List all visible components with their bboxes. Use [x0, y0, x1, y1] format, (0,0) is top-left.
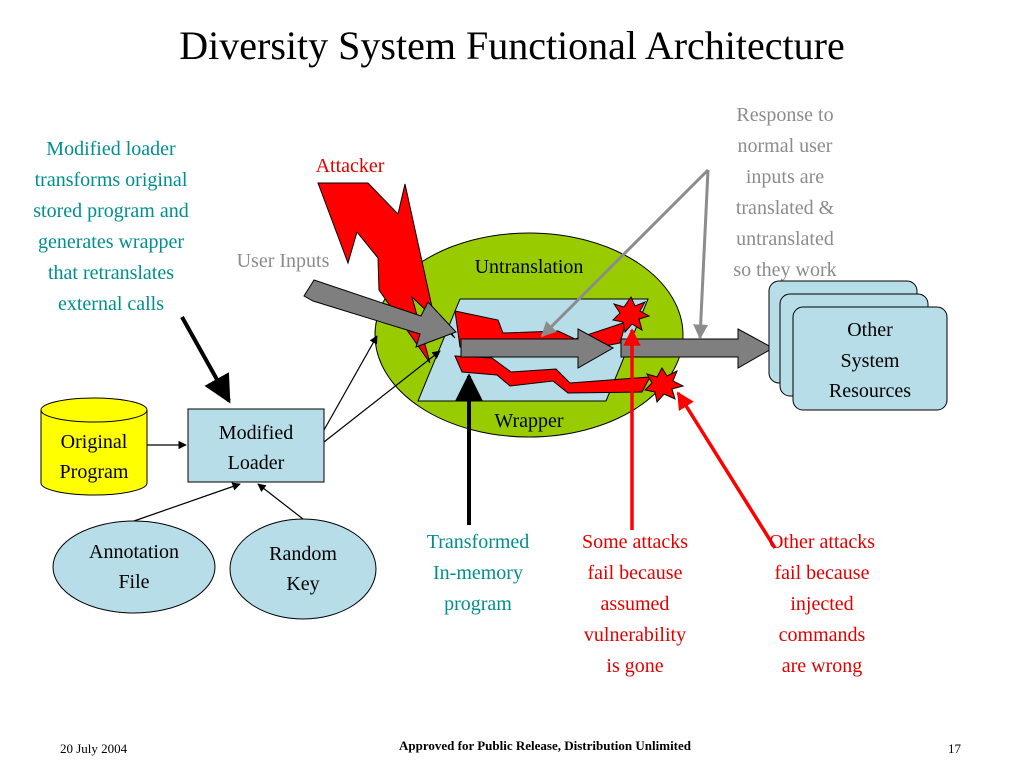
loader-to-circle-arrow: [323, 335, 378, 431]
original-program-cylinder: [40, 410, 148, 496]
original-program-label-2: Program: [60, 461, 129, 483]
footer-date: 20 July 2004: [60, 741, 128, 756]
key-to-loader-arrow: [257, 483, 304, 520]
slide-title: Diversity System Functional Architecture: [179, 23, 845, 68]
random-key-ellipse: [229, 518, 377, 620]
random-key-label-1: Random: [269, 543, 337, 565]
random-key-label-2: Key: [286, 573, 319, 595]
response-note: Response to normal user inputs are trans…: [733, 104, 837, 281]
user-inputs-arrow: [303, 279, 457, 348]
attacker-lightning: [317, 182, 456, 364]
original-program-top: [40, 397, 148, 423]
other-attacks-arrow: [676, 391, 777, 549]
annotation-file-label-2: File: [118, 571, 149, 593]
annotation-file-label-1: Annotation: [89, 541, 179, 563]
explosion-burst-lower: [643, 367, 685, 404]
explosion-burst-upper: [611, 295, 651, 334]
resources-label-3: Resources: [829, 380, 911, 402]
response-line-b: [693, 169, 710, 340]
untranslation-label: Untranslation: [475, 256, 584, 278]
modified-loader-box: [187, 408, 325, 483]
page-number: 17: [948, 741, 961, 756]
resources-label-1: Other: [847, 319, 893, 341]
original-program-label-1: Original: [61, 431, 128, 453]
user-inputs-label: User Inputs: [236, 250, 330, 272]
attack-bolt-lower: [454, 355, 651, 394]
output-gray-arrow: [620, 328, 775, 369]
annotation-to-loader-arrow: [133, 482, 241, 522]
loader-note-arrow: [180, 316, 231, 404]
modified-loader-label-1: Modified: [219, 422, 293, 444]
inner-gray-arrow: [460, 328, 615, 369]
modified-loader-label-2: Loader: [228, 452, 285, 474]
other-attacks-note: Other attacks fail because injected comm…: [768, 531, 876, 677]
resources-label-2: System: [841, 350, 900, 372]
transformed-note: Transformed In-memory program: [426, 531, 530, 615]
annotation-file-ellipse: [52, 520, 216, 614]
some-attacks-note: Some attacks fail because assumed vulner…: [581, 531, 689, 677]
other-system-resources: [792, 306, 948, 411]
response-line-a: [540, 168, 710, 338]
attacker-label: Attacker: [315, 155, 385, 177]
loader-to-wrapper-arrow: [323, 350, 441, 443]
loader-note: Modified loader transforms original stor…: [33, 138, 189, 315]
footer-release-notice: Approved for Public Release, Distributio…: [398, 738, 692, 753]
wrapper-label: Wrapper: [494, 410, 563, 432]
